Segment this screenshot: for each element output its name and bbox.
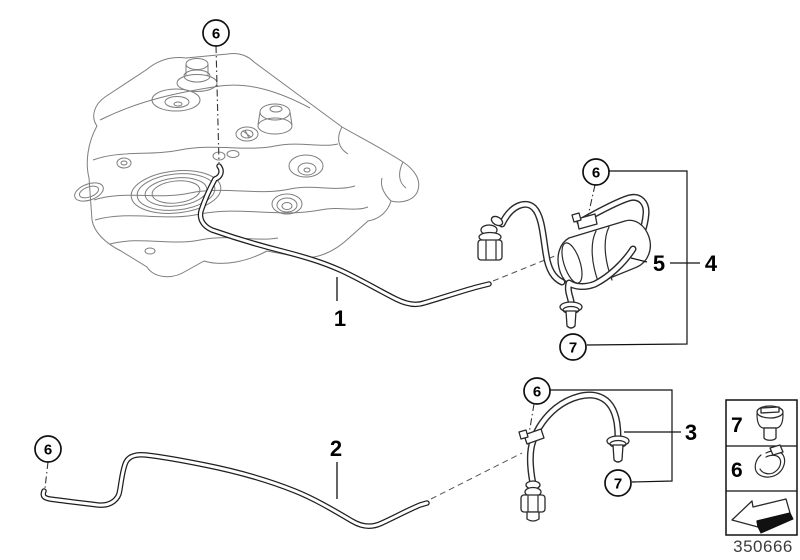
callout-6-line2[interactable]: 6 <box>34 435 62 463</box>
dashdot-line2-clip <box>44 461 49 489</box>
part-label-1[interactable]: 1 <box>334 306 346 331</box>
tank-seal-opening <box>130 170 222 214</box>
line-connector <box>477 215 504 261</box>
bracket-line-4 <box>586 170 688 346</box>
grommet-plug-icon <box>756 405 784 441</box>
bracket-grommet <box>606 435 630 463</box>
leader-part5 <box>630 257 648 263</box>
part-label-4[interactable]: 4 <box>705 251 718 276</box>
bracket-connector <box>520 480 546 522</box>
tank-filler-cap <box>176 58 218 92</box>
tank-bolt <box>235 126 259 142</box>
tank-screw <box>116 157 132 169</box>
callout-6-bracket-label[interactable]: 6 <box>533 384 541 401</box>
hose-clamp <box>518 428 545 445</box>
callout-6-line2-label[interactable]: 6 <box>44 442 52 459</box>
legend-6-label: 6 <box>731 459 743 482</box>
part-label-5[interactable]: 5 <box>653 251 665 276</box>
fuel-filter-body <box>557 219 652 290</box>
vent-line-2 <box>40 452 430 529</box>
bracket-line-3 <box>550 389 673 483</box>
dashdot-filter-clip <box>587 184 596 217</box>
dashdot-bracket-clip <box>528 403 535 435</box>
tank-lower-flange <box>271 193 303 215</box>
legend-box: 7 6 <box>725 399 798 536</box>
dashdot-tank-clip <box>215 45 220 164</box>
callout-6-filter-label[interactable]: 6 <box>592 165 600 182</box>
diagram-number: 350666 <box>733 537 793 556</box>
callout-7-bracket[interactable]: 7 <box>604 469 632 497</box>
fuel-tank-drawing <box>74 53 420 278</box>
tank-oval-hole <box>74 182 104 202</box>
tank-small-stud <box>144 247 156 255</box>
tank-recess-ring <box>151 88 201 112</box>
callout-7-filter-label[interactable]: 7 <box>569 340 577 357</box>
part-label-3[interactable]: 3 <box>685 420 697 445</box>
tank-small-ring <box>226 150 240 158</box>
bracket-hose-assembly <box>518 391 630 522</box>
callout-6-tank[interactable]: 6 <box>202 19 230 47</box>
filter-grommet <box>559 301 583 329</box>
direction-arrow-icon <box>731 498 794 534</box>
tank-mount-boss <box>257 103 293 135</box>
part-label-2[interactable]: 2 <box>330 436 342 461</box>
filter-assembly <box>477 193 652 329</box>
callout-7-bracket-label[interactable]: 7 <box>614 476 622 493</box>
legend-7-label: 7 <box>731 414 743 437</box>
callout-6-filter[interactable]: 6 <box>582 158 610 186</box>
vent-line-1 <box>197 163 492 308</box>
filter-hose-clamp <box>571 212 598 230</box>
callout-6-tank-label[interactable]: 6 <box>212 26 220 43</box>
tank-pump-boss <box>288 154 324 178</box>
callout-6-bracket[interactable]: 6 <box>523 377 551 405</box>
leader-line2-to-bracket <box>430 452 523 500</box>
callout-7-filter[interactable]: 7 <box>559 333 587 361</box>
hose-clamp-icon <box>754 444 786 478</box>
